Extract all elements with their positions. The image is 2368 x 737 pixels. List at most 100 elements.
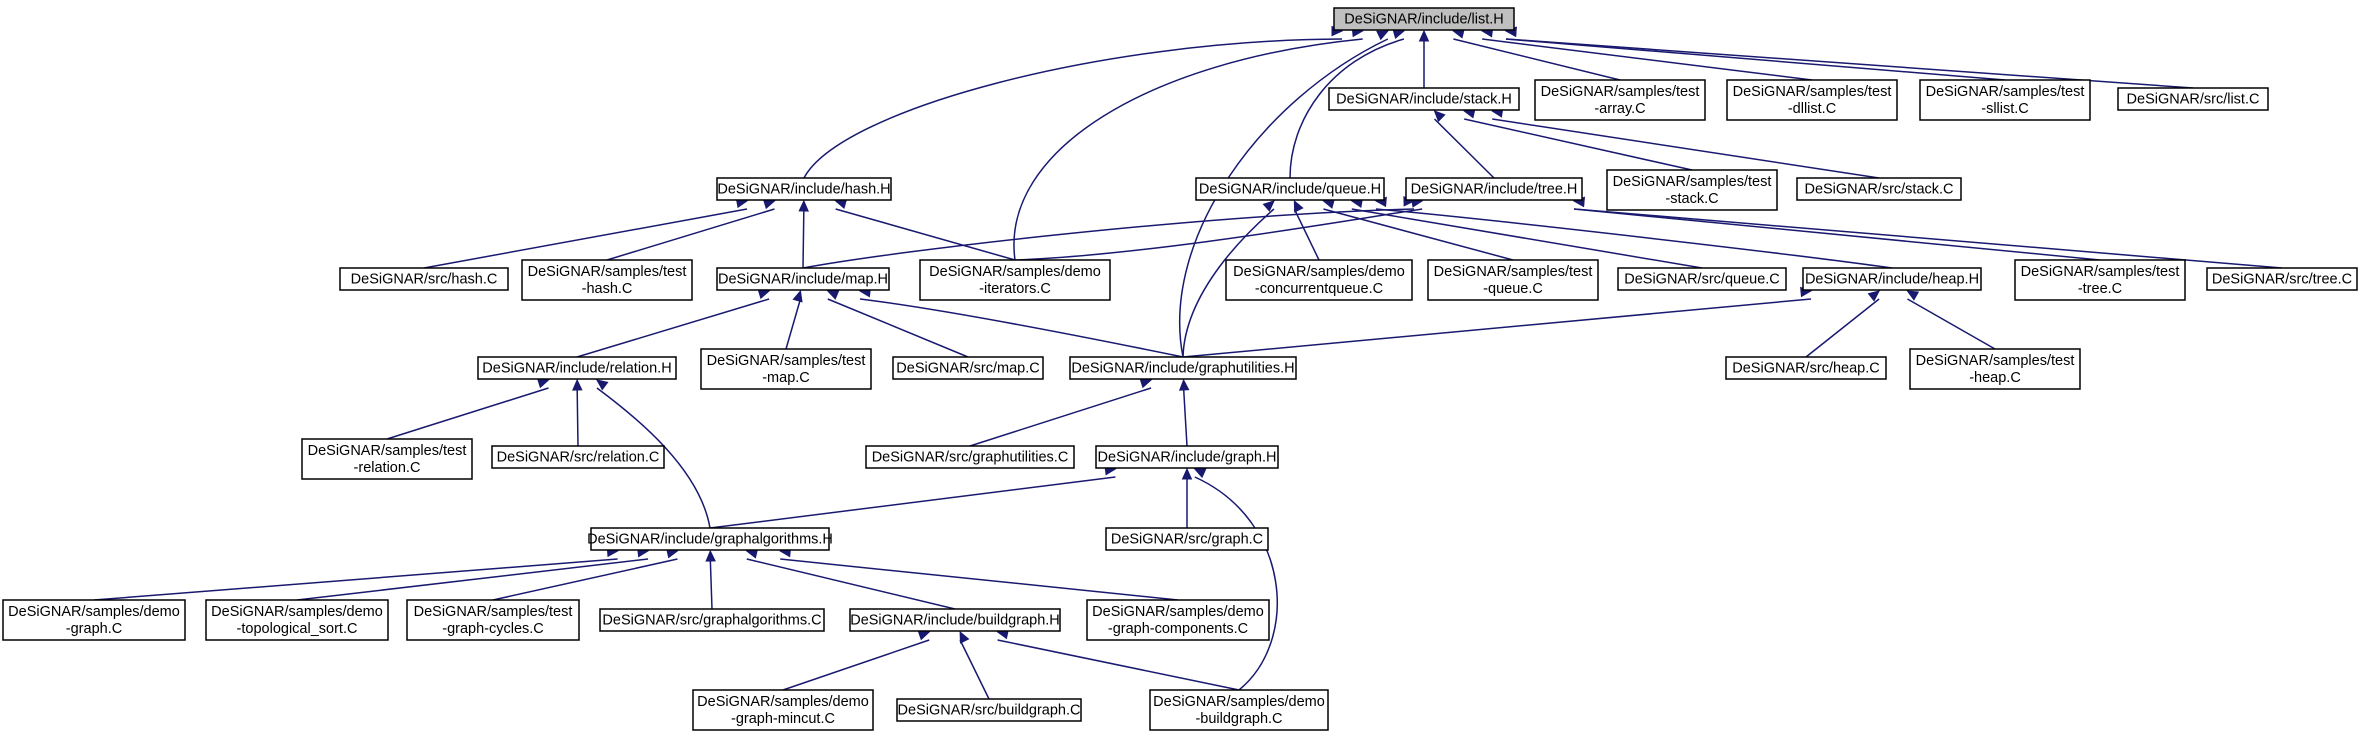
node-src-graphutilities-c[interactable]: DeSiGNAR/src/graphutilities.C (865, 445, 1075, 469)
node-box (599, 608, 825, 632)
node-src-map-c[interactable]: DeSiGNAR/src/map.C (892, 356, 1044, 380)
arrowhead-relation_h-to-graphalgorithms_h (595, 379, 609, 391)
node-stack-h[interactable]: DeSiGNAR/include/stack.H (1328, 87, 1520, 111)
node-demo-concurrentqueue-c[interactable]: DeSiGNAR/samples/demo-concurrentqueue.C (1225, 259, 1413, 301)
node-buildgraph-h[interactable]: DeSiGNAR/include/buildgraph.H (849, 608, 1061, 632)
node-tree-h[interactable]: DeSiGNAR/include/tree.H (1405, 177, 1583, 201)
node-label: DeSiGNAR/include/buildgraph.H (850, 613, 1060, 629)
node-test-map-c[interactable]: DeSiGNAR/samples/test-map.C (700, 348, 872, 390)
edge-map_h-to-src_map_c (827, 298, 969, 358)
node-src-graphalgorithms-c[interactable]: DeSiGNAR/src/graphalgorithms.C (599, 608, 825, 632)
node-label: DeSiGNAR/samples/test (1926, 84, 2085, 100)
node-list-h[interactable]: DeSiGNAR/include/list.H (1333, 7, 1515, 31)
node-src-queue-c[interactable]: DeSiGNAR/src/queue.C (1617, 267, 1787, 291)
node-graphutilities-h[interactable]: DeSiGNAR/include/graphutilities.H (1069, 356, 1297, 380)
node-src-buildgraph-c[interactable]: DeSiGNAR/src/buildgraph.C (896, 698, 1082, 722)
node-demo-graph-components-c[interactable]: DeSiGNAR/samples/demo-graph-components.C (1086, 599, 1270, 641)
node-test-graph-cycles-c[interactable]: DeSiGNAR/samples/test-graph-cycles.C (406, 599, 580, 641)
node-label: -hash.C (582, 281, 633, 297)
node-box (865, 445, 1075, 469)
edge-stack_h-to-test_stack_c (1464, 118, 1693, 171)
node-src-graph-c[interactable]: DeSiGNAR/src/graph.C (1105, 527, 1269, 551)
node-test-stack-c[interactable]: DeSiGNAR/samples/test-stack.C (1606, 169, 1778, 211)
node-demo-graph-c[interactable]: DeSiGNAR/samples/demo-graph.C (2, 599, 186, 641)
edge-hash_h-to-src_hash_c (423, 208, 748, 269)
node-demo-topological-sort-c[interactable]: DeSiGNAR/samples/demo-topological_sort.C (205, 599, 389, 641)
node-label: DeSiGNAR/src/graphalgorithms.C (602, 613, 821, 629)
node-src-relation-c[interactable]: DeSiGNAR/src/relation.C (491, 445, 665, 469)
node-box (2206, 267, 2358, 291)
node-box (1909, 348, 2081, 390)
node-label: -graph-mincut.C (731, 711, 835, 727)
node-queue-h[interactable]: DeSiGNAR/include/queue.H (1195, 177, 1385, 201)
node-label: DeSiGNAR/samples/demo (929, 264, 1101, 280)
node-box (301, 438, 473, 480)
node-graph-h[interactable]: DeSiGNAR/include/graph.H (1095, 445, 1279, 469)
node-label: DeSiGNAR/src/buildgraph.C (898, 703, 1081, 719)
edge-list_h-to-test_dllist_c (1482, 38, 1813, 81)
edge-relation_h-to-graphalgorithms_h (596, 387, 711, 529)
node-label: -map.C (762, 370, 810, 386)
node-test-dllist-c[interactable]: DeSiGNAR/samples/test-dllist.C (1726, 79, 1898, 121)
arrowhead-stack_h-to-tree_h (1433, 110, 1446, 123)
node-test-sllist-c[interactable]: DeSiGNAR/samples/test-sllist.C (1919, 79, 2091, 121)
edge-queue_h-to-demo_concurrentqueue_c (1293, 208, 1320, 261)
node-hash-h[interactable]: DeSiGNAR/include/hash.H (716, 177, 892, 201)
arrowhead-graphutilities_h-to-graph_h (1178, 378, 1190, 391)
arrowhead-relation_h-to-src_relation_c (572, 378, 583, 391)
arrowhead-list_h-to-stack_h (1418, 29, 1430, 42)
node-label: DeSiGNAR/samples/demo (8, 604, 180, 620)
node-label: DeSiGNAR/src/stack.C (1804, 182, 1953, 198)
node-label: DeSiGNAR/include/tree.H (1411, 182, 1578, 198)
node-label: -array.C (1594, 101, 1645, 117)
node-label: DeSiGNAR/include/hash.H (717, 182, 890, 198)
node-label: -queue.C (1483, 281, 1543, 297)
node-src-hash-c[interactable]: DeSiGNAR/src/hash.C (339, 267, 509, 291)
node-box (692, 689, 874, 731)
node-box (1069, 356, 1297, 380)
node-label: -topological_sort.C (237, 621, 358, 637)
edge-list_h-to-demo_iterators_c (1013, 38, 1363, 261)
node-demo-iterators-c[interactable]: DeSiGNAR/samples/demo-iterators.C (919, 259, 1111, 301)
edge-heap_h-to-graphutilities_h (1182, 298, 1812, 358)
edge-tree_h-to-test_tree_c (1573, 208, 2101, 261)
node-label: -graph.C (66, 621, 122, 637)
node-label: DeSiGNAR/samples/demo (1092, 604, 1264, 620)
arrowhead-graph_h-to-src_graph_c (1181, 467, 1193, 480)
edge-hash_h-to-demo_iterators_c (835, 208, 1016, 261)
node-box (477, 356, 677, 380)
node-box (1726, 79, 1898, 121)
node-label: DeSiGNAR/src/relation.C (497, 450, 660, 466)
node-test-array-c[interactable]: DeSiGNAR/samples/test-array.C (1534, 79, 1706, 121)
node-label: DeSiGNAR/include/heap.H (1805, 272, 1979, 288)
node-src-stack-c[interactable]: DeSiGNAR/src/stack.C (1796, 177, 1962, 201)
node-test-tree-c[interactable]: DeSiGNAR/samples/test-tree.C (2014, 259, 2186, 301)
node-demo-graph-mincut-c[interactable]: DeSiGNAR/samples/demo-graph-mincut.C (692, 689, 874, 731)
node-test-hash-c[interactable]: DeSiGNAR/samples/test-hash.C (521, 259, 693, 301)
arrowhead-graphalgorithms_h-to-src_graphalgorithms_c (705, 549, 716, 562)
node-src-tree-c[interactable]: DeSiGNAR/src/tree.C (2206, 267, 2358, 291)
node-src-list-c[interactable]: DeSiGNAR/src/list.C (2117, 87, 2269, 111)
node-relation-h[interactable]: DeSiGNAR/include/relation.H (477, 356, 677, 380)
edge-hash_h-to-map_h (802, 208, 805, 269)
node-box (1534, 79, 1706, 121)
node-box (700, 348, 872, 390)
node-map-h[interactable]: DeSiGNAR/include/map.H (716, 267, 890, 291)
node-demo-buildgraph-c[interactable]: DeSiGNAR/samples/demo-buildgraph.C (1149, 689, 1329, 731)
node-src-heap-c[interactable]: DeSiGNAR/src/heap.C (1725, 356, 1887, 380)
node-box (521, 259, 693, 301)
edge-graphalgorithms_h-to-demo_graph_components_c (780, 558, 1179, 601)
node-test-queue-c[interactable]: DeSiGNAR/samples/test-queue.C (1427, 259, 1599, 301)
edge-buildgraph_h-to-demo_graph_mincut_c (782, 639, 930, 691)
node-heap-h[interactable]: DeSiGNAR/include/heap.H (1802, 267, 1982, 291)
node-graphalgorithms-h[interactable]: DeSiGNAR/include/graphalgorithms.H (587, 527, 833, 551)
edge-map_h-to-relation_h (576, 298, 770, 358)
node-test-heap-c[interactable]: DeSiGNAR/samples/test-heap.C (1909, 348, 2081, 390)
node-box (1333, 7, 1515, 31)
arrowhead-hash_h-to-map_h (798, 199, 809, 212)
node-label: -graph-cycles.C (442, 621, 544, 637)
node-test-relation-c[interactable]: DeSiGNAR/samples/test-relation.C (301, 438, 473, 480)
node-label: -tree.C (2078, 281, 2122, 297)
edge-graphutilities_h-to-src_graphutilities_c (969, 387, 1152, 447)
node-label: DeSiGNAR/src/list.C (2127, 92, 2260, 108)
